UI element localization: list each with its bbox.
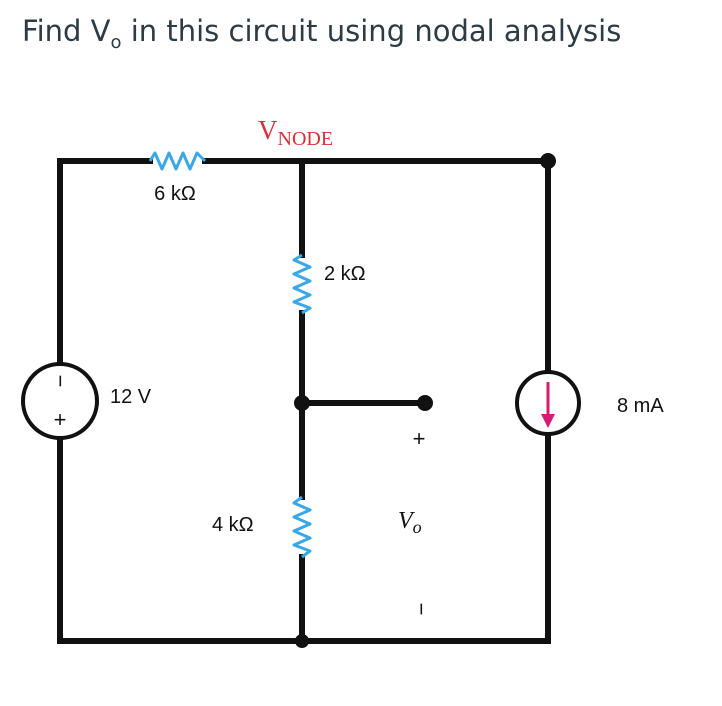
node-label-sub: NODE [278,128,334,150]
voltage-source-label: 12 V [110,386,152,408]
voltage-source-plus: + [54,407,67,432]
resistor-2k-label: 2 kΩ [324,263,366,285]
node-label-main: V [258,115,278,145]
junction-middle [294,395,310,411]
question-text: Find Vo in this circuit using nodal anal… [22,14,621,53]
resistor-2k [292,253,312,315]
node-label: VNODE [258,115,333,150]
output-plus: + [413,426,426,451]
resistor-6k [148,151,207,171]
voltage-source-minus: − [48,375,73,388]
junction-bottom [295,634,309,648]
question-prefix: Find V [22,14,111,48]
current-arrow-icon [541,414,555,428]
output-label: Vo [398,508,422,537]
resistor-6k-label: 6 kΩ [154,183,196,205]
output-minus: − [409,603,434,616]
output-label-main: V [398,508,415,534]
resistor-4k [292,495,312,559]
output-label-sub: o [413,517,422,537]
question-suffix: in this circuit using nodal analysis [121,14,622,48]
output-terminal [417,395,433,411]
question-subscript: o [110,31,122,53]
voltage-source [21,362,99,440]
junction-top-right [540,153,556,169]
resistor-4k-label: 4 kΩ [212,514,254,536]
current-source-label: 8 mA [617,395,664,417]
